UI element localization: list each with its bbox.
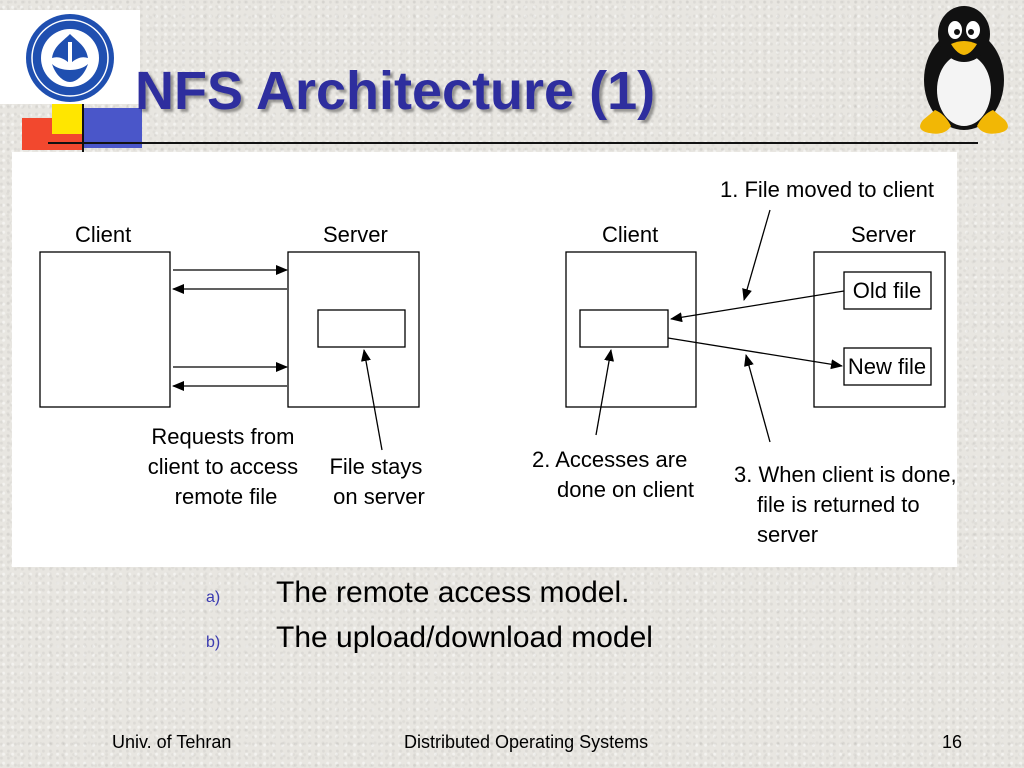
model-b-step2-caption: 2. Accesses are done on client [532,447,694,502]
decoration-vertical-line [82,104,84,156]
model-b-upload-arrow [667,337,843,370]
model-b-step3-pointer [744,354,771,443]
model-b-local-copy [579,309,669,348]
decoration-blue-square [82,108,142,148]
upload-download-model: Client Server Old file New file 1. File … [532,177,957,547]
bullet-text: The remote access model. [276,576,630,609]
model-b-download-arrow [670,290,845,323]
university-logo-icon [26,14,114,102]
model-b-step3-caption: 3. When client is done, file is returned… [734,462,957,547]
model-a-requests-caption: Requests from client to access remote fi… [148,424,305,509]
slide-title: NFS Architecture (1) [135,61,656,121]
model-a-file-stays-caption: File stays on server [329,454,428,509]
bullet-item-b: b) The upload/download model [206,621,653,666]
footer-institution: Univ. of Tehran [112,732,232,752]
slide-number: 16 [942,732,963,752]
model-b-client-label: Client [602,222,658,247]
linux-penguin-icon [920,6,1008,134]
model-b-step1-pointer [742,209,771,301]
model-b-step1-caption: 1. File moved to client [720,177,934,202]
bullet-item-a: a) The remote access model. [206,576,653,621]
decoration-yellow-square [52,104,82,134]
title-underline [48,142,978,144]
model-b-old-file-box [843,271,932,310]
model-a-server-label: Server [323,222,388,247]
model-a-remote-file [317,309,406,348]
footer-course: Distributed Operating Systems [404,732,649,752]
model-b-old-file-label: Old file [853,278,921,303]
nfs-architecture-diagram: Client Server Requests from client to ac… [39,177,957,547]
bullet-marker: b) [206,634,221,651]
model-b-server-label: Server [851,222,916,247]
bullet-marker: a) [206,589,221,606]
model-a-client-box [39,251,171,408]
bullet-text: The upload/download model [276,621,653,654]
model-b-client-box [565,251,697,408]
model-b-new-file-box [843,347,932,386]
model-a-server-box [287,251,420,408]
model-b-new-file-label: New file [848,354,926,379]
model-b-step2-pointer [595,349,615,436]
remote-access-model: Client Server Requests from client to ac… [39,222,428,509]
model-b-server-box [813,251,946,408]
model-a-file-stays-arrow [361,349,383,451]
diagram-panel: Client Server Requests from client to ac… [12,152,957,567]
bullet-list: a) The remote access model. b) The uploa… [206,576,653,666]
model-a-client-label: Client [75,222,131,247]
